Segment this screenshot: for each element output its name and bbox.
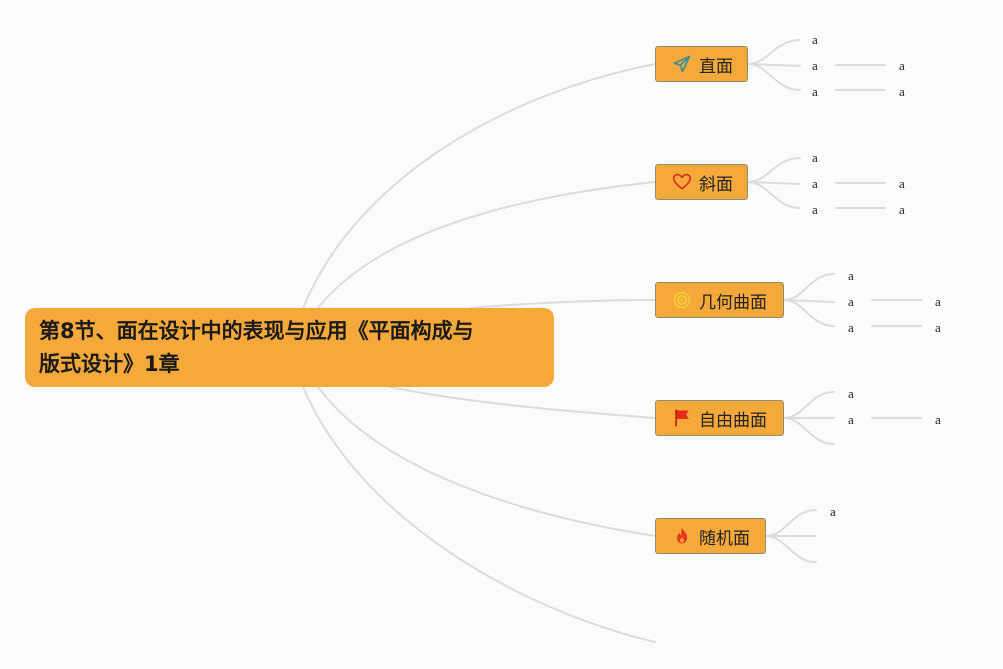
- connector-root-to-branch-5: [317, 386, 656, 537]
- connector-branch-5-row-3: [765, 535, 817, 563]
- branch-topic-3[interactable]: 几何曲面: [655, 282, 784, 318]
- leaf-2-2[interactable]: a: [812, 176, 818, 191]
- leaf-1-1[interactable]: a: [812, 32, 818, 47]
- connector-branch-3-row-1: [783, 273, 835, 301]
- leaf-1-3[interactable]: a: [812, 84, 818, 99]
- leaf-3-1[interactable]: a: [848, 268, 854, 283]
- connector-branch-3-row-2: [783, 299, 835, 303]
- leaf-4-2[interactable]: a: [848, 412, 854, 427]
- branch-label-4: 自由曲面: [699, 410, 767, 431]
- leaf-2-3-child[interactable]: a: [899, 202, 905, 217]
- connector-branch-2-row-3: [747, 181, 801, 209]
- connector-branch-4-row-3: [783, 417, 835, 445]
- heart-icon: [672, 172, 692, 192]
- leaf-2-2-child[interactable]: a: [899, 176, 905, 191]
- leaf-1-3-child[interactable]: a: [899, 84, 905, 99]
- branch-label-1: 直面: [699, 56, 733, 77]
- connector-branch-2-row-1: [747, 157, 801, 183]
- branch-topic-1[interactable]: 直面: [655, 46, 748, 82]
- connector-branch-1-row-2: [747, 63, 801, 67]
- branch-label-5: 随机面: [699, 528, 750, 549]
- leaf-1-2[interactable]: a: [812, 58, 818, 73]
- root-topic[interactable]: 第8节、面在设计中的表现与应用《平面构成与 版式设计》1章: [25, 308, 554, 387]
- connector-branch-1-row-1: [747, 39, 801, 65]
- branch-topic-5[interactable]: 随机面: [655, 518, 766, 554]
- leaf-4-1[interactable]: a: [848, 386, 854, 401]
- leaf-3-2[interactable]: a: [848, 294, 854, 309]
- root-title-line-2: 版式设计》1章: [39, 352, 180, 376]
- connector-branch-2-row-2: [747, 181, 801, 185]
- connector-root-to-branch-4: [389, 386, 656, 419]
- leaf-2-1[interactable]: a: [812, 150, 818, 165]
- connector-root-to-branch-1: [302, 63, 656, 309]
- connector-branch-5-row-1: [765, 509, 817, 537]
- connector-root-to-branch-3: [469, 299, 656, 309]
- leaf-3-3-child[interactable]: a: [935, 320, 941, 335]
- connector-branch-3-row-3: [783, 299, 835, 327]
- leaf-3-2-child[interactable]: a: [935, 294, 941, 309]
- paper-plane-icon: [672, 54, 692, 74]
- connector-root-to-branch-2: [317, 181, 656, 309]
- leaf-2-3[interactable]: a: [812, 202, 818, 217]
- leaf-4-2-child[interactable]: a: [935, 412, 941, 427]
- flame-icon: [672, 526, 692, 546]
- root-title-line-1: 第8节、面在设计中的表现与应用《平面构成与: [39, 319, 474, 343]
- branch-topic-2[interactable]: 斜面: [655, 164, 748, 200]
- connector-branch-1-row-3: [747, 63, 801, 91]
- branch-label-2: 斜面: [699, 174, 733, 195]
- flag-icon: [672, 408, 692, 428]
- branch-label-3: 几何曲面: [699, 292, 767, 313]
- swirl-icon: [672, 290, 692, 310]
- connector-branch-4-row-1: [783, 391, 835, 419]
- connector-root-to-branch-6: [302, 386, 656, 643]
- branch-topic-4[interactable]: 自由曲面: [655, 400, 784, 436]
- leaf-3-3[interactable]: a: [848, 320, 854, 335]
- leaf-1-2-child[interactable]: a: [899, 58, 905, 73]
- leaf-5-1[interactable]: a: [830, 504, 836, 519]
